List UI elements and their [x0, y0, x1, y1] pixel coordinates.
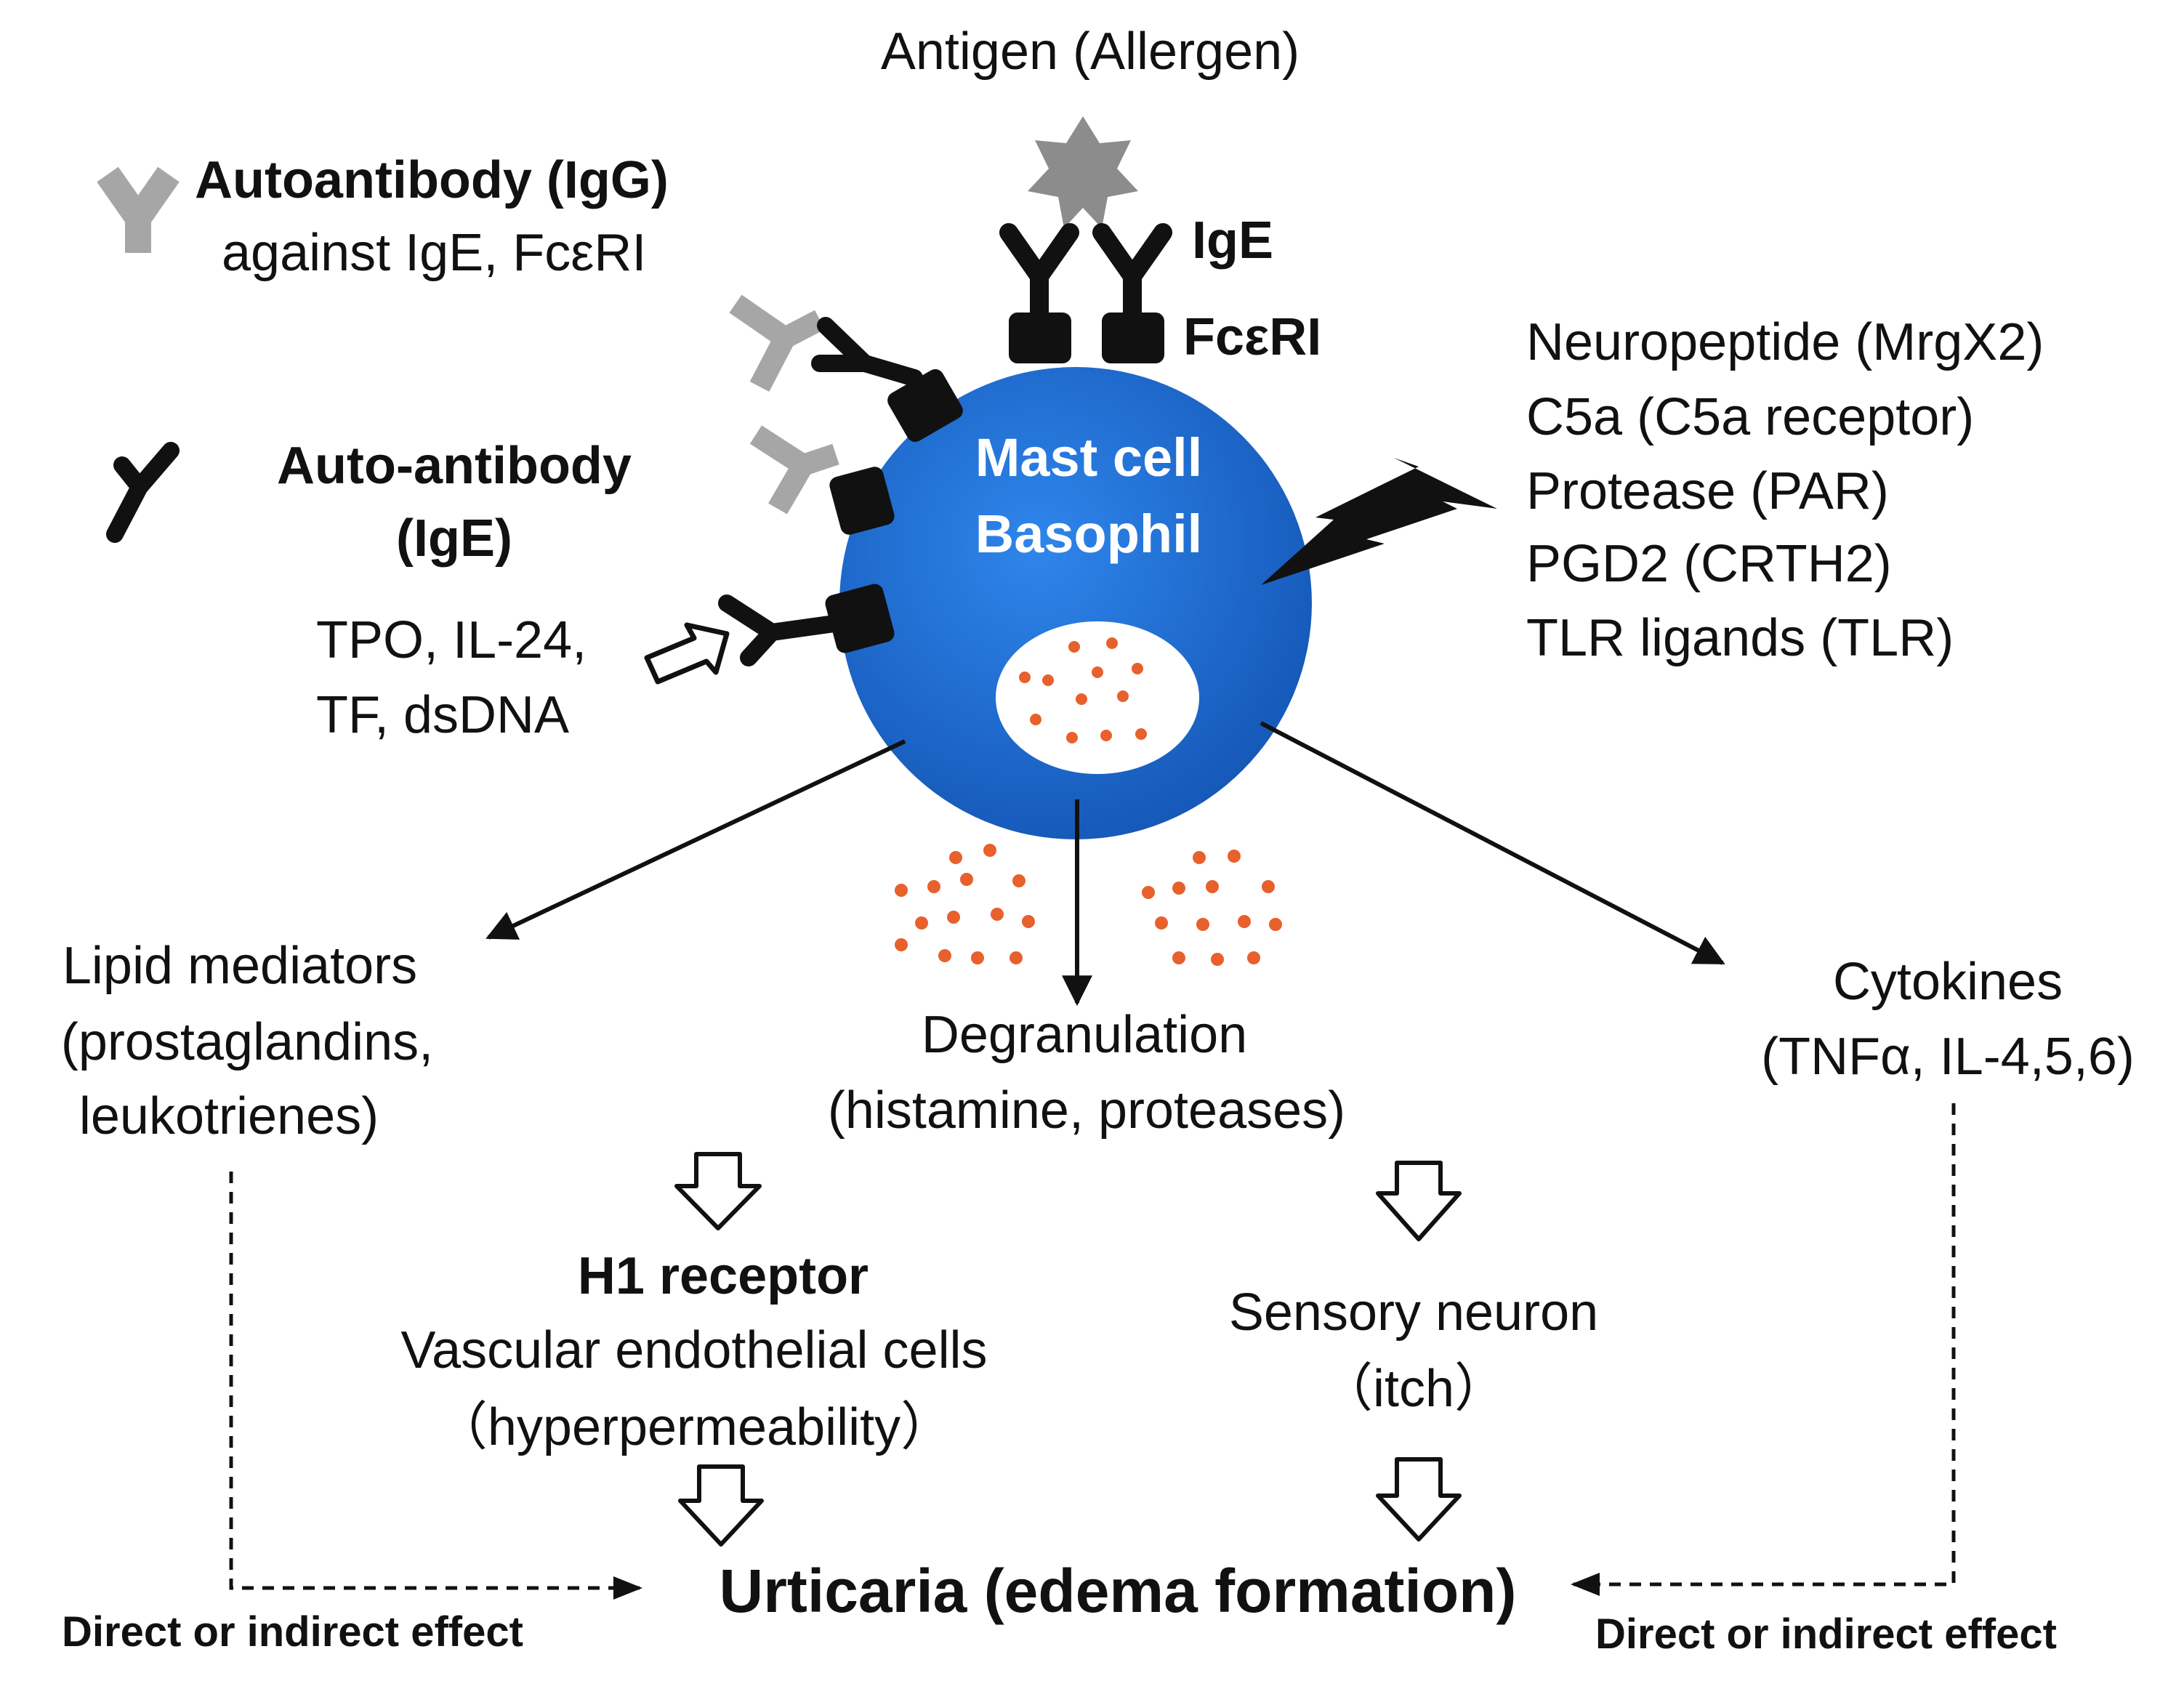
cytokines-line2: (TNFα, IL-4,5,6)	[1761, 1028, 2135, 1086]
ige-label: IgE	[1192, 211, 1273, 270]
effect-label-left: Direct or indirect effect	[62, 1608, 523, 1656]
hollow-arrow-down-urticaria-left-icon	[678, 1464, 764, 1547]
cell-label-line1: Mast cell	[975, 427, 1203, 488]
urticaria-outcome: Urticaria (edema formation)	[720, 1557, 1517, 1625]
autoantibody-ige-targets-line1: TPO, IL-24,	[316, 611, 587, 669]
ige-antibody-left-icon	[999, 223, 1079, 335]
h1-line2: （hyperpermeability）	[435, 1398, 953, 1456]
sensory-line1: Sensory neuron	[1229, 1283, 1598, 1342]
stimulus-c5a: C5a (C5a receptor)	[1526, 388, 1974, 446]
lipid-line3: leukotrienes)	[79, 1087, 379, 1145]
released-granules-right	[1142, 850, 1282, 966]
ige-bound-upper-icon	[811, 317, 923, 387]
cell-label-line2: Basophil	[975, 504, 1202, 564]
autoantibody-ige-title-line2: (IgE)	[396, 509, 512, 568]
stimulus-tlr: TLR ligands (TLR)	[1526, 609, 1954, 667]
antigen-label: Antigen (Allergen)	[881, 23, 1299, 81]
fceri-receptor-left	[1009, 313, 1071, 363]
autoantibody-igg-subtitle: against IgE, FcεRI	[222, 224, 646, 282]
hollow-arrow-down-sensory-icon	[1376, 1161, 1462, 1241]
ige-autoantibody-icon	[106, 442, 180, 543]
arrow-to-lipid	[485, 739, 906, 940]
hollow-arrow-down-urticaria-right-icon	[1376, 1457, 1462, 1541]
degranulation-line2: (histamine, proteases)	[828, 1081, 1345, 1140]
autoantibody-ige-title-line1: Auto-antibody	[277, 437, 632, 495]
lightning-bolt-icon	[1261, 458, 1497, 585]
receptor-mid-left	[829, 467, 895, 535]
fceri-receptor-right	[1102, 313, 1164, 363]
vesicle-granules	[1019, 637, 1147, 743]
ige-antibody-right-icon	[1092, 223, 1172, 335]
h1-title: H1 receptor	[578, 1247, 869, 1305]
h1-line1: Vascular endothelial cells	[400, 1321, 987, 1379]
receptor-upper-left	[887, 368, 963, 443]
fceri-label: FcεRI	[1183, 308, 1321, 366]
dashed-path-right	[1571, 1103, 1956, 1596]
cytokines-line1: Cytokines	[1833, 953, 2063, 1011]
dashed-path-left	[229, 1172, 642, 1600]
autoantibody-igg-title: Autoantibody (IgG)	[195, 151, 669, 209]
stimulus-protease: Protease (PAR)	[1526, 462, 1889, 520]
hollow-arrow-icon	[644, 622, 730, 685]
hollow-arrow-down-h1-icon	[674, 1152, 762, 1230]
sensory-line2: （itch）	[1321, 1360, 1507, 1418]
degranulation-line1: Degranulation	[922, 1006, 1247, 1064]
stimulus-neuropeptide: Neuropeptide (MrgX2)	[1526, 313, 2044, 371]
released-granules-left	[895, 844, 1035, 964]
igg-bound-upper-icon	[729, 294, 825, 392]
igg-antibody-icon	[97, 166, 180, 253]
stimulus-pgd2: PGD2 (CRTH2)	[1526, 535, 1892, 593]
effect-label-right: Direct or indirect effect	[1595, 1611, 2057, 1658]
antigen-star-icon	[1028, 116, 1138, 228]
lipid-line1: Lipid mediators	[63, 937, 417, 995]
granule-vesicle	[996, 621, 1199, 774]
lipid-line2: (prostaglandins,	[61, 1013, 433, 1071]
arrow-to-cytokines	[1260, 721, 1725, 965]
ige-bound-lower-icon	[718, 594, 843, 666]
autoantibody-ige-targets-line2: TF, dsDNA	[316, 686, 569, 744]
receptor-lower-left	[825, 584, 895, 653]
igg-bound-mid-icon	[749, 425, 839, 515]
